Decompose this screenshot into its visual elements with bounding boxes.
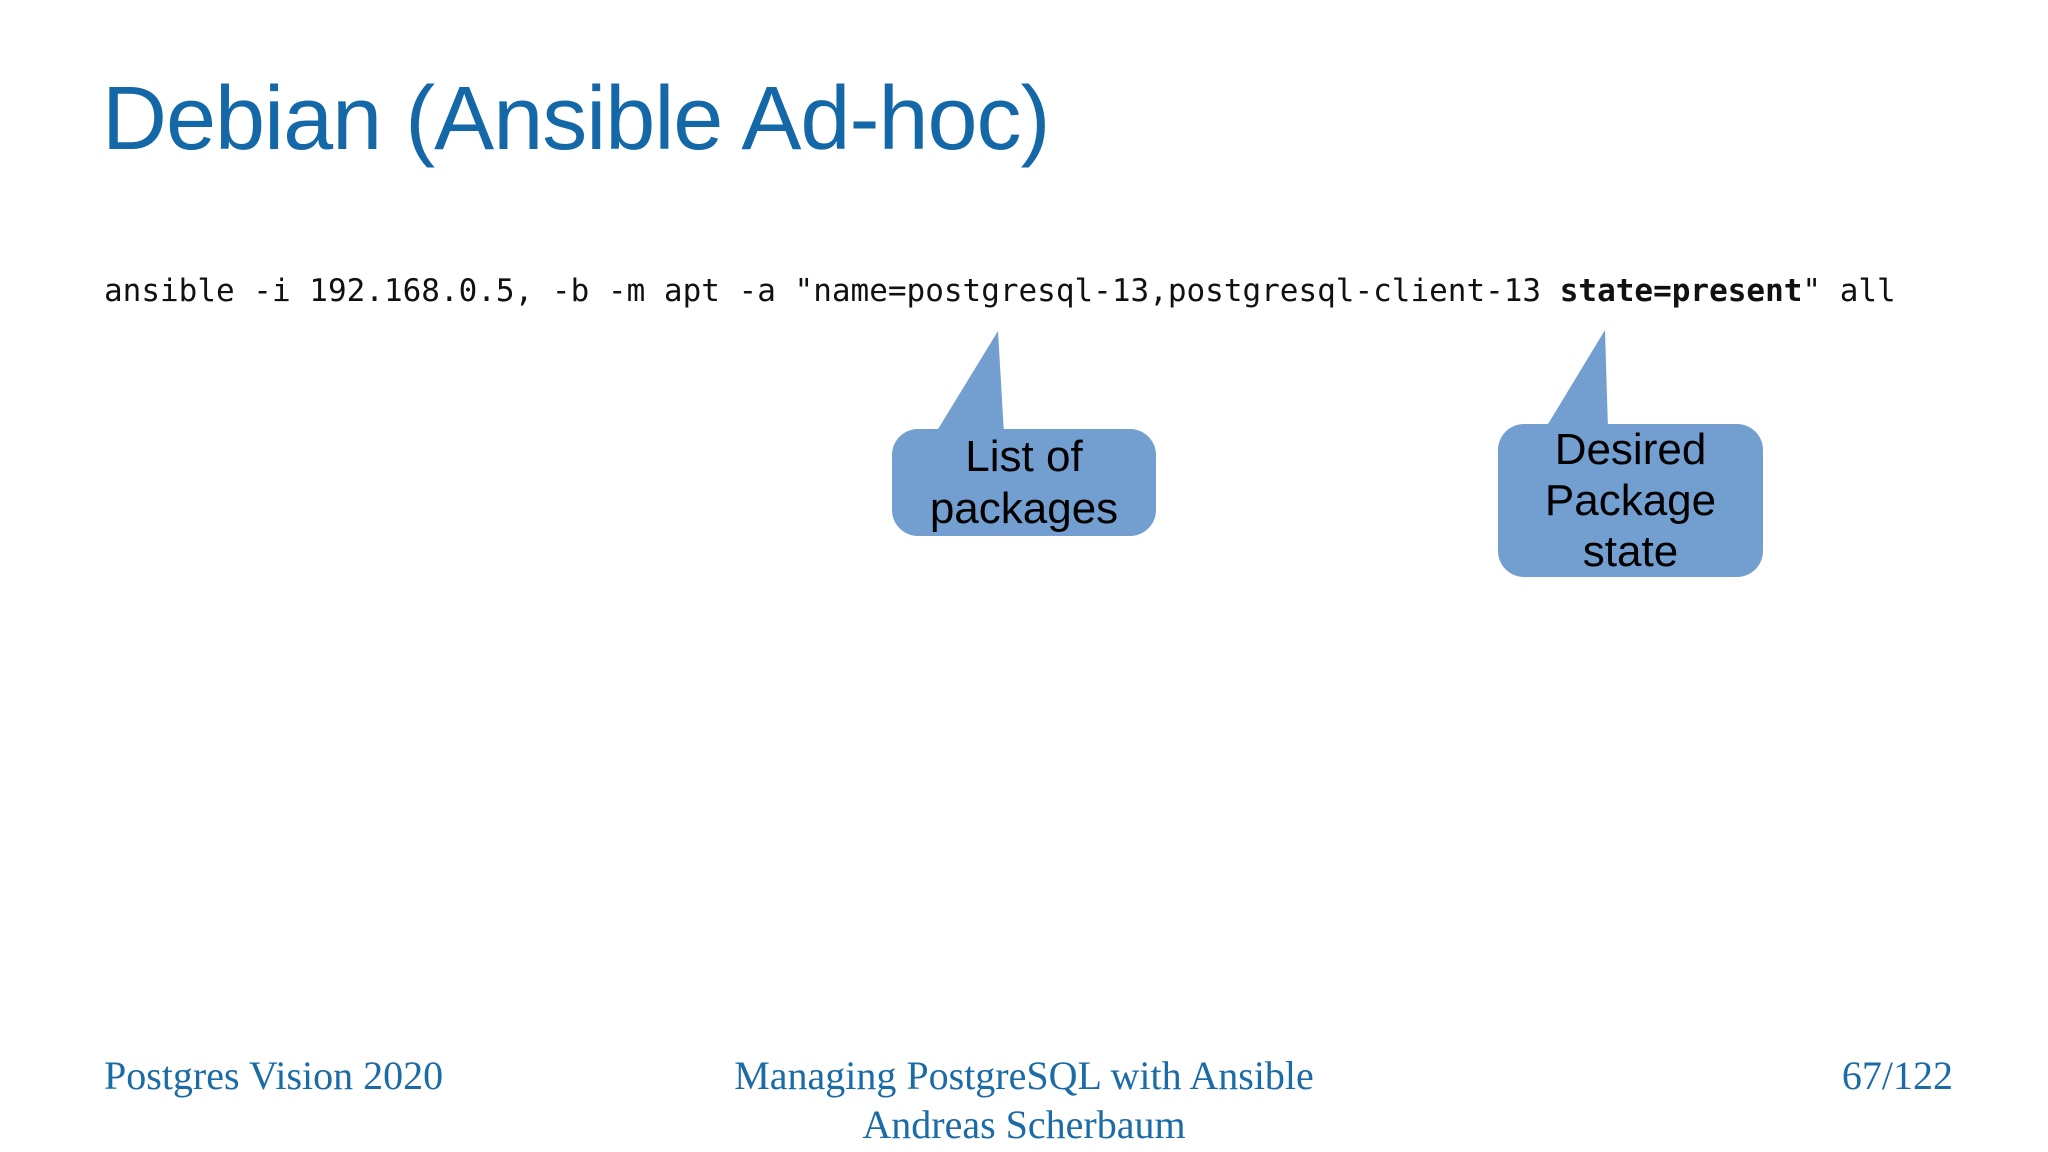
command-text-prefix: ansible -i 192.168.0.5, -b -m apt -a "na… xyxy=(104,273,1560,309)
callout-tail-pointer-right xyxy=(1545,330,1608,429)
slide-title: Debian (Ansible Ad-hoc) xyxy=(102,69,1051,169)
footer-center-block: Managing PostgreSQL with Ansible Andreas… xyxy=(0,1051,2048,1149)
footer-page-number: 67/122 xyxy=(1841,1053,1953,1098)
ansible-command-line: ansible -i 192.168.0.5, -b -m apt -a "na… xyxy=(104,271,1896,311)
callout-line: List of xyxy=(965,431,1083,481)
callout-desired-package-state: Desired Package state xyxy=(1498,424,1763,577)
callout-line: state xyxy=(1582,527,1679,576)
callout-line: packages xyxy=(929,483,1119,533)
footer-conference-name: Postgres Vision 2020 xyxy=(104,1053,444,1098)
command-text-suffix: " all xyxy=(1802,273,1896,309)
footer-author-name: Andreas Scherbaum xyxy=(862,1102,1186,1147)
callout-tail-pointer-left xyxy=(935,331,1004,434)
callout-line: Package xyxy=(1544,476,1717,525)
command-text-bold-state: state=present xyxy=(1559,273,1803,309)
footer-presentation-title: Managing PostgreSQL with Ansible xyxy=(734,1053,1314,1098)
callout-list-of-packages: List of packages xyxy=(892,429,1156,536)
callout-line: Desired xyxy=(1554,425,1707,474)
